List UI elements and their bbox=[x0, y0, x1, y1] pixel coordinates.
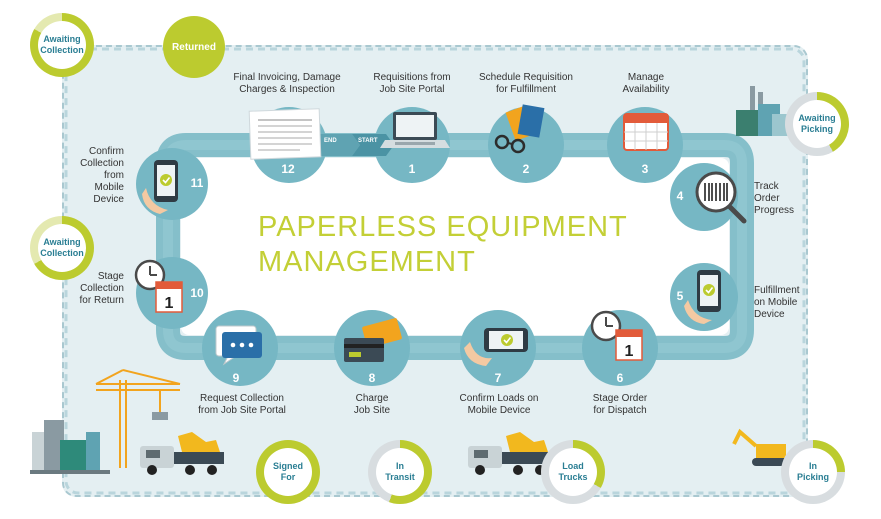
step-number-8: 8 bbox=[368, 371, 376, 385]
step-number-6: 6 bbox=[616, 371, 624, 385]
start-tag bbox=[352, 134, 394, 156]
barcode-magnifier-icon bbox=[695, 171, 747, 224]
status-awaiting-collection-top: Awaiting Collection bbox=[38, 21, 86, 69]
step-label-1: Requisitions from Job Site Portal bbox=[373, 72, 451, 95]
title-line-1: PAPERLESS EQUIPMENT bbox=[258, 211, 628, 243]
status-in-picking: In Picking bbox=[789, 448, 837, 496]
step-label-5: Fulfillment on Mobile Device bbox=[754, 285, 800, 320]
step-label-4: Track Order Progress bbox=[754, 181, 795, 216]
phone-landscape-check-icon bbox=[464, 328, 528, 366]
step-label-12: Final Invoicing, Damage Charges & Inspec… bbox=[233, 72, 341, 95]
excavator-icon bbox=[732, 428, 790, 466]
clock-calendar-icon: 1 bbox=[590, 310, 643, 361]
chat-bubble-icon bbox=[215, 325, 262, 366]
step-label-3: Manage Availability bbox=[622, 72, 670, 95]
title-line-2: MANAGEMENT bbox=[258, 246, 476, 278]
step-number-4: 4 bbox=[676, 189, 684, 203]
invoice-document-icon bbox=[248, 108, 322, 160]
laptop-icon bbox=[380, 112, 450, 148]
clock-calendar-return-icon: 1 bbox=[134, 259, 183, 313]
step-node-2 bbox=[488, 107, 564, 183]
svg-text:1: 1 bbox=[625, 343, 634, 360]
step-label-2: Schedule Requisition for Fulfillment bbox=[479, 72, 573, 95]
step-label-6: Stage Order for Dispatch bbox=[592, 393, 648, 416]
step-number-5: 5 bbox=[676, 289, 684, 303]
start-label: START bbox=[358, 138, 378, 144]
credit-card-icon bbox=[344, 318, 402, 362]
books-glasses-icon bbox=[494, 104, 545, 154]
truck-middle-icon bbox=[468, 432, 552, 475]
step-label-7: Confirm Loads on Mobile Device bbox=[459, 393, 539, 416]
factory-buildings-icon bbox=[736, 86, 788, 136]
truck-left-icon bbox=[140, 432, 224, 475]
crane-icon bbox=[95, 369, 181, 468]
end-label: END bbox=[324, 138, 337, 144]
city-buildings-icon bbox=[30, 420, 110, 474]
step-number-7: 7 bbox=[494, 371, 502, 385]
step-label-8: Charge Job Site bbox=[353, 393, 391, 416]
end-tag bbox=[315, 134, 360, 156]
step-number-2: 2 bbox=[522, 162, 530, 176]
step-number-11: 11 bbox=[190, 176, 204, 190]
step-label-11: Confirm Collection from Mobile Device bbox=[80, 146, 124, 205]
step-number-3: 3 bbox=[641, 162, 649, 176]
phone-check-icon bbox=[684, 270, 721, 324]
calendar-icon bbox=[623, 113, 669, 151]
status-in-transit: In Transit bbox=[376, 448, 424, 496]
step-label-9: Request Collection from Job Site Portal bbox=[198, 393, 286, 416]
status-returned: Returned bbox=[163, 16, 225, 78]
status-awaiting-collection-mid: Awaiting Collection bbox=[38, 224, 86, 272]
step-label-10: Stage Collection for Return bbox=[79, 271, 124, 306]
step-number-10: 10 bbox=[190, 286, 204, 300]
diagram-title: PAPERLESS EQUIPMENT MANAGEMENT bbox=[258, 210, 628, 280]
svg-text:1: 1 bbox=[165, 295, 174, 312]
step-number-1: 1 bbox=[408, 162, 416, 176]
step-number-12: 12 bbox=[281, 162, 295, 176]
phone-check-collection-icon bbox=[142, 160, 178, 214]
status-signed-for: Signed For bbox=[264, 448, 312, 496]
status-awaiting-picking: Awaiting Picking bbox=[793, 100, 841, 148]
status-load-trucks: Load Trucks bbox=[549, 448, 597, 496]
step-number-9: 9 bbox=[232, 371, 240, 385]
